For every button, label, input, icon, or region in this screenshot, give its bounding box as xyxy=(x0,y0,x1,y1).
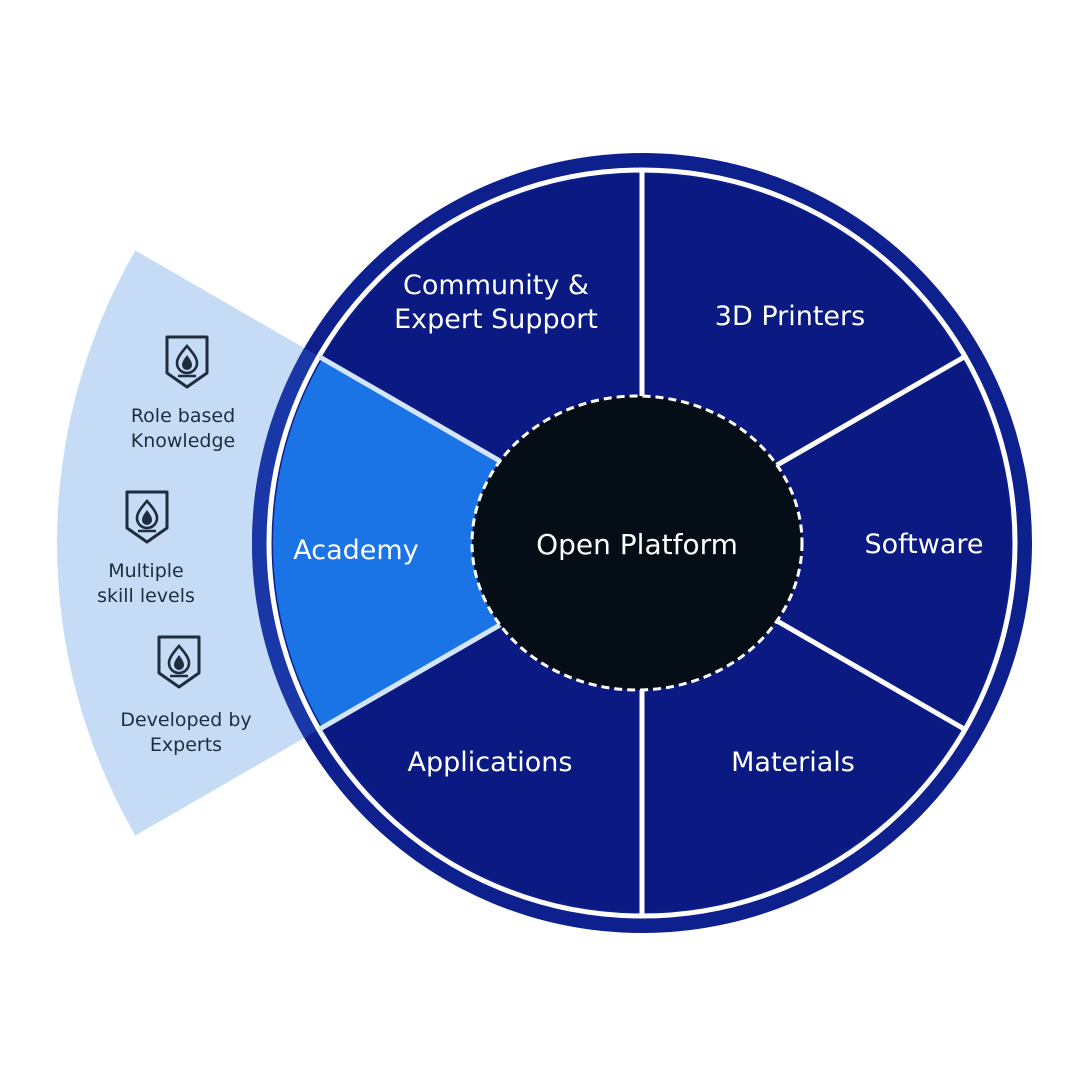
academy-feature-label: Developed by Experts xyxy=(120,709,251,756)
segment-label-academy: Academy xyxy=(293,535,418,566)
segment-label-line: Materials xyxy=(731,747,855,778)
feature-label-line: Developed by xyxy=(120,709,251,731)
segment-label-line: Expert Support xyxy=(394,304,598,335)
feature-label-line: skill levels xyxy=(97,585,195,607)
shield-flame-icon xyxy=(125,490,169,544)
segment-label-3d-printers: 3D Printers xyxy=(715,301,865,332)
segment-label-line: Academy xyxy=(293,535,418,566)
feature-label-line: Multiple xyxy=(108,560,183,582)
center-hub[interactable] xyxy=(470,394,804,692)
shield-flame-icon xyxy=(157,635,201,689)
segment-label-line: 3D Printers xyxy=(715,301,865,332)
segment-label-community: Community &Expert Support xyxy=(394,270,598,335)
segment-label-applications: Applications xyxy=(408,747,573,778)
segment-labels: Software 3D Printers Community &Expert Sup… xyxy=(293,270,983,778)
segment-label-materials: Materials xyxy=(731,747,855,778)
feature-label-line: Knowledge xyxy=(131,430,235,452)
segment-label-software: Software xyxy=(864,529,983,560)
segment-label-line: Software xyxy=(864,529,983,560)
shield-flame-icon xyxy=(165,335,209,389)
feature-label-line: Role based xyxy=(131,405,235,427)
segment-software[interactable] xyxy=(642,358,1011,728)
center-label: Open Platform xyxy=(536,528,738,561)
academy-ring-highlight xyxy=(252,348,319,738)
feature-label-line: Experts xyxy=(150,734,222,756)
segment-academy[interactable] xyxy=(273,358,642,728)
segment-label-line: Community & xyxy=(403,270,589,301)
academy-feature: Developed by Experts xyxy=(120,635,252,756)
segment-label-line: Applications xyxy=(408,747,573,778)
academy-feature: Multiple skill levels xyxy=(97,490,195,607)
academy-feature-label: Multiple skill levels xyxy=(97,560,195,607)
